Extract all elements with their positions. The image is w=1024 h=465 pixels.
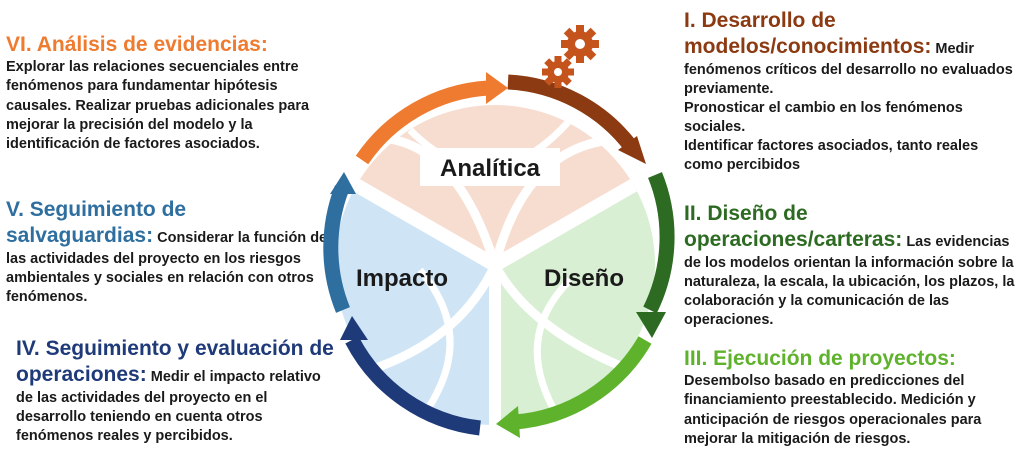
label-analitica: Analítica [440, 155, 541, 182]
arrow-i [507, 74, 639, 153]
block-i-body-rest: fenómenos críticos del desarrollo no eva… [684, 61, 1013, 97]
arrow-iii-head [496, 406, 520, 438]
block-vi-body: Explorar las relaciones secuenciales ent… [6, 59, 310, 152]
block-i-body-inline: Medir [935, 41, 975, 58]
block-i-title-line2: modelos/conocimientos: [684, 35, 932, 59]
curve-decoration [417, 267, 454, 423]
arrow-iii [514, 336, 652, 430]
block-v-title-line1: V. Seguimiento de [6, 198, 187, 221]
arrow-ii [643, 172, 675, 314]
block-iii-ejecucion: III. Ejecución de proyectos: Desembolso … [684, 346, 1019, 449]
cycle-diagram: Analítica Impacto Diseño [323, 25, 675, 438]
arrow-iv [345, 336, 481, 436]
block-iv-seguimiento: IV. Seguimiento y evaluación de operacio… [16, 336, 341, 446]
arrow-ii-head [636, 312, 666, 338]
arrow-iv-head [340, 316, 368, 340]
analitica-label-bg [420, 148, 560, 186]
arrow-vi [355, 80, 489, 165]
block-i-body-wrap: modelos/conocimientos: Medir fenómenos c… [684, 34, 1019, 99]
block-ii-body-inline: Las [906, 234, 932, 251]
block-iv-body-wrap: operaciones: Medir el impacto relativo d… [16, 362, 341, 446]
block-i-body-2: Pronosticar el cambio en los fenómenos s… [684, 99, 963, 135]
block-i-desarrollo: I. Desarrollo de modelos/conocimientos: … [684, 8, 1019, 175]
block-vi-title: VI. Análisis de evidencias: [6, 33, 268, 56]
gear-icon [542, 56, 574, 88]
block-ii-diseno: II. Diseño de operaciones/carteras: Las … [684, 201, 1019, 330]
block-i-body-3: Identificar factores asociados, tanto re… [684, 138, 979, 174]
label-diseno: Diseño [544, 265, 624, 292]
curve-decoration [491, 262, 632, 375]
block-iv-body: Medir el impacto relativo de las activid… [16, 369, 321, 444]
block-ii-body-wrap: operaciones/carteras: Las evidencias de … [684, 227, 1019, 330]
block-ii-title-line2: operaciones/carteras: [684, 228, 903, 252]
block-v-body: Considerar la función de las actividades… [6, 230, 328, 305]
block-v-title-line2: salvaguardias: [6, 224, 154, 248]
block-v-body-wrap: salvaguardias: Considerar la función de … [6, 223, 331, 307]
block-iv-title-line2: operaciones: [16, 363, 147, 387]
gear-icon [561, 25, 599, 63]
block-vi-analisis: VI. Análisis de evidencias: Explorar las… [6, 32, 336, 154]
arrow-v-head [330, 172, 356, 194]
block-iv-title-line1: IV. Seguimiento y evaluación de [16, 337, 334, 360]
curve-decoration [533, 277, 573, 422]
block-ii-title-line1: II. Diseño de [684, 202, 808, 225]
block-i-title-line1: I. Desarrollo de [684, 9, 836, 32]
arrow-i-head [618, 136, 646, 164]
arrow-v [323, 185, 350, 313]
block-ii-body-rest: evidencias de los modelos orientan la in… [684, 234, 1015, 328]
block-v-salvaguardias: V. Seguimiento de salvaguardias: Conside… [6, 197, 331, 307]
arrow-vi-head [486, 72, 508, 104]
label-impacto: Impacto [356, 265, 448, 292]
block-iii-body: Desembolso basado en predicciones del fi… [684, 373, 982, 447]
block-iii-title: III. Ejecución de proyectos: [684, 347, 956, 370]
